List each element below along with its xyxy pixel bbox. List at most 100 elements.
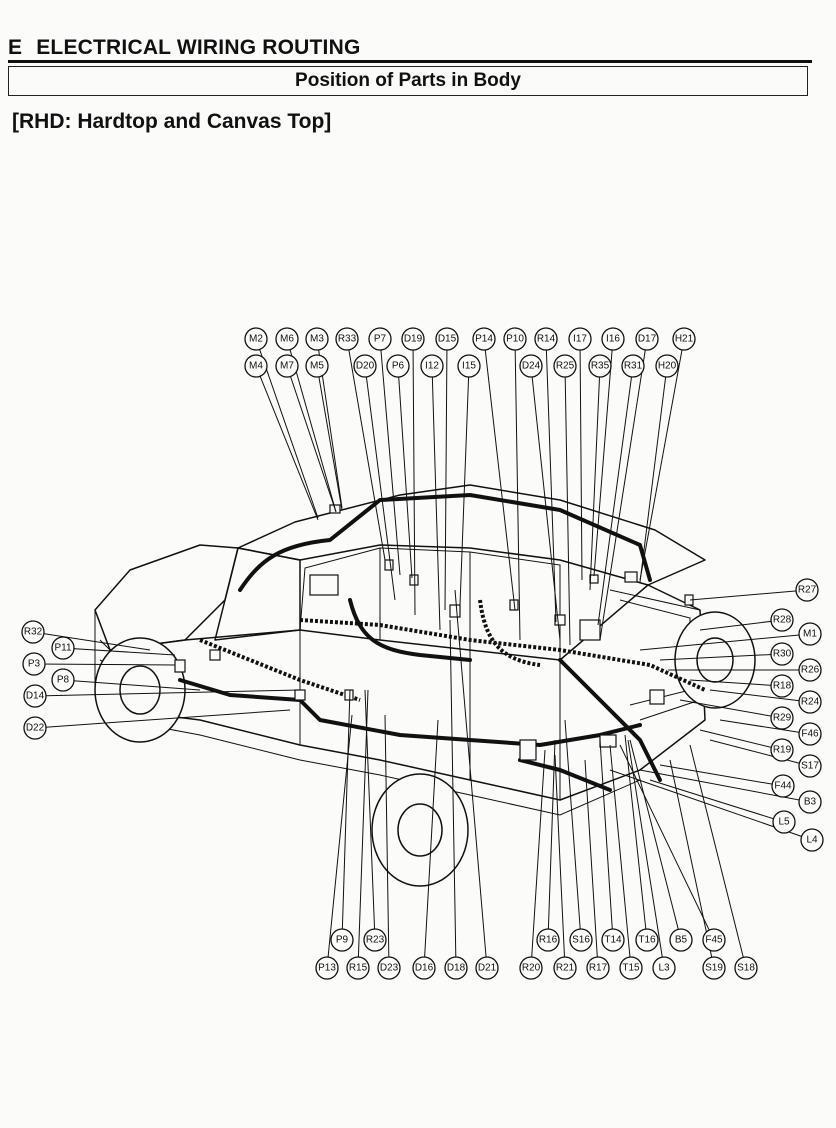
callout-p7: P7 [368,327,392,351]
callout-d19: D19 [401,327,425,351]
leader-line [346,338,386,561]
callout-r29: R29 [770,706,794,730]
leader-line [316,365,343,511]
callout-r16: R16 [536,928,560,952]
callout-h20: H20 [655,354,679,378]
leader-line [255,365,319,521]
leader-lines [32,338,813,969]
front-wheel [94,637,186,743]
leader-line [34,689,301,697]
callout-label: M3 [310,334,324,345]
callout-m5: M5 [305,354,329,378]
leader-line [34,709,291,729]
callout-label: R27 [798,585,817,596]
callout-label: R18 [773,681,792,692]
callout-label: P14 [475,334,493,345]
callout-s17: S17 [798,754,822,778]
callout-label: D16 [415,963,434,974]
callout-b5: B5 [669,928,693,952]
variant-label: [RHD: Hardtop and Canvas Top] [12,110,332,133]
wire-harness [178,493,706,792]
leader-line [554,754,566,969]
callout-m6: M6 [275,327,299,351]
leader-line [639,338,685,581]
callout-d18: D18 [444,956,468,980]
leader-line [459,365,470,606]
callout-p3: P3 [22,652,46,676]
callout-r33: R33 [335,327,359,351]
leader-line [719,719,811,735]
rear-wheel [371,773,469,887]
leader-line [62,679,201,691]
callout-label: R28 [773,615,792,626]
callout-label: M7 [280,361,294,372]
subtitle-box: Position of Parts in Body [8,66,808,96]
callout-label: H21 [675,334,694,345]
leader-line [341,689,351,941]
callout-label: T15 [622,963,640,974]
leader-line [584,759,599,969]
callout-label: B5 [675,935,688,946]
leader-line [639,633,811,651]
callout-label: R20 [522,963,541,974]
callout-d24: D24 [519,354,543,378]
leader-line [564,719,582,941]
leader-line [412,338,416,616]
leader-line [454,589,488,969]
leader-line [599,739,614,941]
callout-label: D24 [522,361,541,372]
leader-line [639,365,668,583]
callout-label: R32 [24,627,43,638]
callout-label: P3 [28,659,41,670]
callout-i17: I17 [568,327,592,351]
callout-label: P7 [374,334,387,345]
callout-label: T16 [638,935,656,946]
callout-s16: S16 [569,928,593,952]
callout-label: F44 [774,781,792,792]
callout-label: R33 [338,334,357,345]
leader-line [709,739,811,767]
leader-line [659,653,783,661]
callout-r17: R17 [586,956,610,980]
callout-t16: T16 [635,928,659,952]
callout-r35: R35 [588,354,612,378]
callout-r31: R31 [621,354,645,378]
leader-line [564,365,571,646]
callout-label: F45 [705,935,723,946]
leader-line [597,365,634,626]
callout-label: L4 [806,835,818,846]
callout-label: S17 [801,761,819,772]
heading-rule [8,60,812,63]
leader-line [431,365,441,631]
callout-m1: M1 [798,622,822,646]
callout-label: I15 [462,361,476,372]
callout-label: B3 [804,797,817,808]
callout-label: T14 [604,935,622,946]
callout-d14: D14 [23,684,47,708]
callout-i12: I12 [420,354,444,378]
callout-label: D23 [380,963,399,974]
leader-line [649,779,785,823]
callout-r15: R15 [346,956,370,980]
leader-line [629,739,682,941]
leader-line [679,699,783,719]
callout-label: I17 [573,334,587,345]
callout-label: R31 [624,361,643,372]
callout-label: S19 [705,963,723,974]
leader-line [514,338,521,641]
callout-label: D14 [26,691,45,702]
callout-label: I12 [425,361,439,372]
callout-label: R26 [801,665,820,676]
leader-line [364,365,396,601]
leader-line [449,619,457,969]
callout-t15: T15 [619,956,643,980]
callout-r27: R27 [795,578,819,602]
callout-label: R15 [349,963,368,974]
leader-line [547,739,556,941]
callout-r18: R18 [770,674,794,698]
callout-label: D18 [447,963,466,974]
callout-label: R24 [801,697,820,708]
